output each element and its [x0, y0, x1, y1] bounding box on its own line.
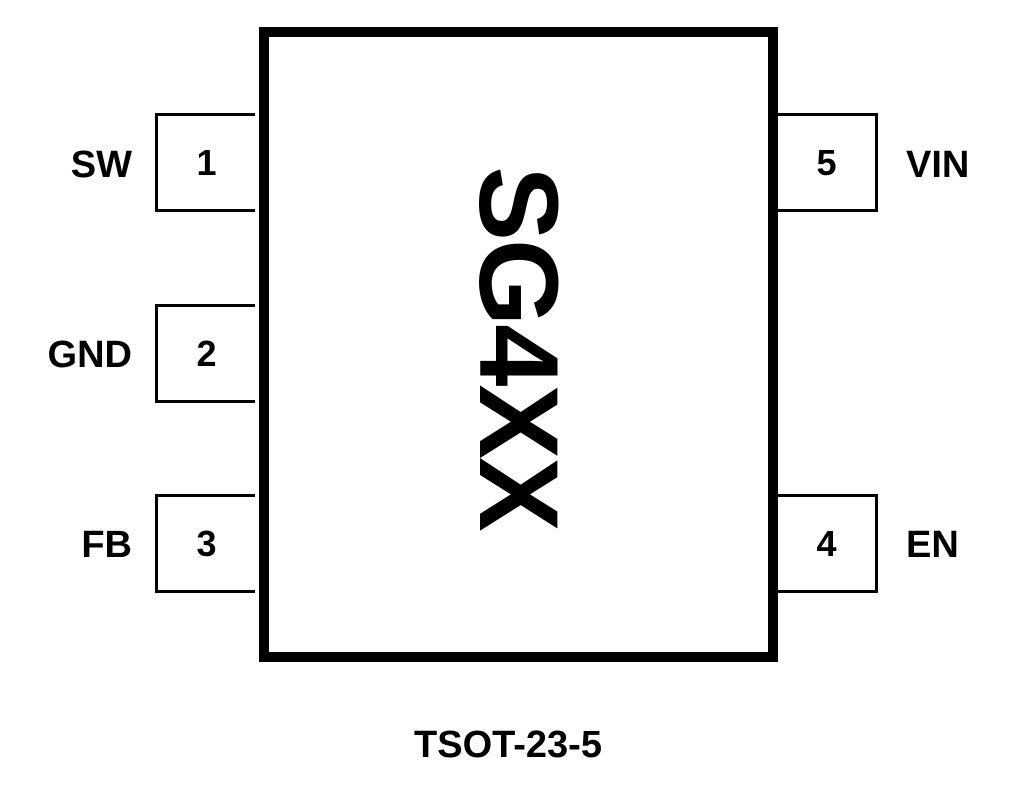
pin-label-fb: FB [81, 524, 132, 566]
package-label: TSOT-23-5 [414, 724, 602, 766]
pin-number: 5 [816, 141, 837, 183]
pin-2: 2 [155, 304, 255, 403]
part-name: SG4XX [456, 166, 581, 530]
pin-number: 4 [816, 522, 837, 564]
pin-5: 5 [778, 113, 878, 212]
pin-3: 3 [155, 494, 255, 593]
pin-number: 1 [196, 141, 217, 183]
pin-number: 2 [196, 332, 217, 374]
pin-number: 3 [196, 522, 217, 564]
pin-4: 4 [778, 494, 878, 593]
ic-body [259, 27, 778, 662]
pin-1: 1 [155, 113, 255, 212]
pin-label-sw: SW [70, 144, 132, 186]
pin-label-gnd: GND [47, 334, 132, 376]
pin-label-en: EN [906, 524, 959, 566]
pin-label-vin: VIN [906, 144, 970, 186]
